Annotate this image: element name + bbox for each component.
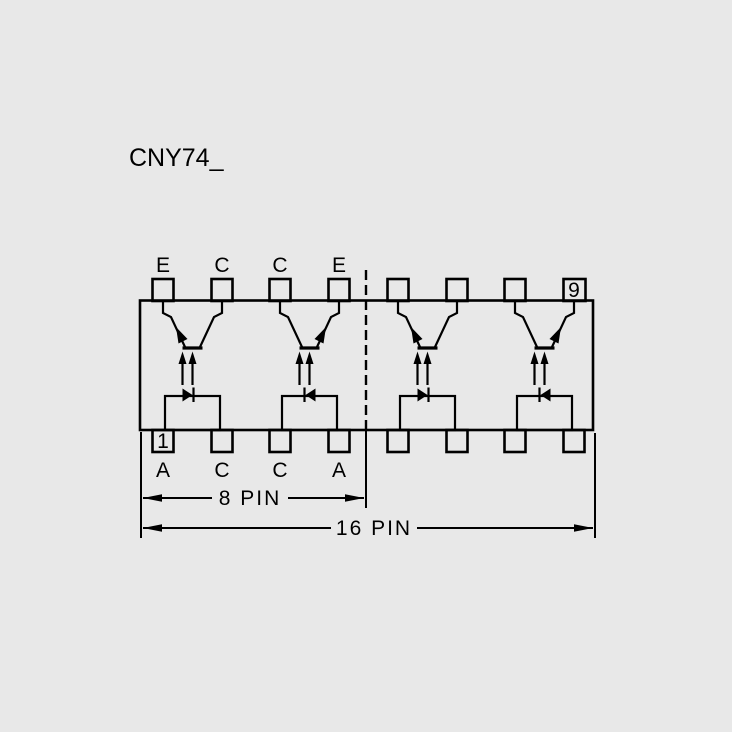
pin-bottom-2 — [210, 428, 234, 454]
top-label-c1: C — [214, 254, 229, 277]
part-title: CNY74_ — [129, 144, 225, 172]
pin-top-3 — [268, 277, 292, 303]
pin-top-5 — [386, 277, 410, 303]
dim-16pin-label: 16 PIN — [336, 517, 412, 540]
diode-triangle-icon — [417, 388, 428, 402]
dimension-8pin: 8 PIN — [143, 487, 364, 510]
diode-triangle-icon — [540, 388, 551, 402]
pin-top-4 — [327, 277, 351, 303]
light-emission-arrows-icon — [530, 351, 549, 385]
pin-top-1 — [151, 277, 175, 303]
pin-top-2 — [210, 277, 234, 303]
bottom-pins — [151, 428, 586, 454]
pin-top-6 — [445, 277, 469, 303]
emitter-arrow-icon — [176, 327, 188, 344]
pin-bottom-8 — [562, 428, 586, 454]
optocoupler-channel-2 — [278, 301, 341, 432]
pin-9-marker: 9 — [568, 279, 580, 302]
bottom-label-a2: A — [332, 459, 346, 482]
optocoupler-channel-3 — [396, 301, 459, 432]
phototransistor-icon — [513, 301, 576, 350]
emitter-arrow-icon — [549, 327, 561, 344]
dim-8pin-label: 8 PIN — [219, 487, 282, 510]
dim-arrow-left-icon — [143, 494, 162, 502]
emitter-arrow-icon — [411, 327, 423, 344]
top-label-e2: E — [332, 254, 346, 277]
pin-bottom-6 — [445, 428, 469, 454]
dim-arrow-left-icon — [143, 524, 162, 532]
pin-bottom-4 — [327, 428, 351, 454]
pin-bottom-7 — [503, 428, 527, 454]
pin-bottom-5 — [386, 428, 410, 454]
top-label-c2: C — [272, 254, 287, 277]
phototransistor-icon — [278, 301, 341, 350]
dim-arrow-right-icon — [345, 494, 364, 502]
light-emission-arrows-icon — [295, 351, 314, 385]
pin-bottom-3 — [268, 428, 292, 454]
led-icon — [280, 387, 339, 432]
diode-triangle-icon — [182, 388, 193, 402]
led-icon — [163, 387, 222, 432]
dim-arrow-right-icon — [574, 524, 593, 532]
optocoupler-channel-1 — [161, 301, 224, 432]
led-icon — [398, 387, 457, 432]
top-label-e1: E — [156, 254, 170, 277]
phototransistor-icon — [161, 301, 224, 350]
light-emission-arrows-icon — [178, 351, 197, 385]
bottom-label-a1: A — [156, 459, 170, 482]
emitter-arrow-icon — [314, 327, 326, 344]
pin-1-marker: 1 — [157, 430, 169, 453]
bottom-label-c1: C — [214, 459, 229, 482]
dimension-16pin: 16 PIN — [143, 517, 593, 540]
light-emission-arrows-icon — [413, 351, 432, 385]
bottom-label-c2: C — [272, 459, 287, 482]
pin-bottom-1 — [151, 428, 175, 454]
pin-top-7 — [503, 277, 527, 303]
phototransistor-icon — [396, 301, 459, 350]
diode-triangle-icon — [305, 388, 316, 402]
top-pins — [151, 277, 587, 303]
led-icon — [515, 387, 574, 432]
optocoupler-channel-4 — [513, 301, 576, 432]
